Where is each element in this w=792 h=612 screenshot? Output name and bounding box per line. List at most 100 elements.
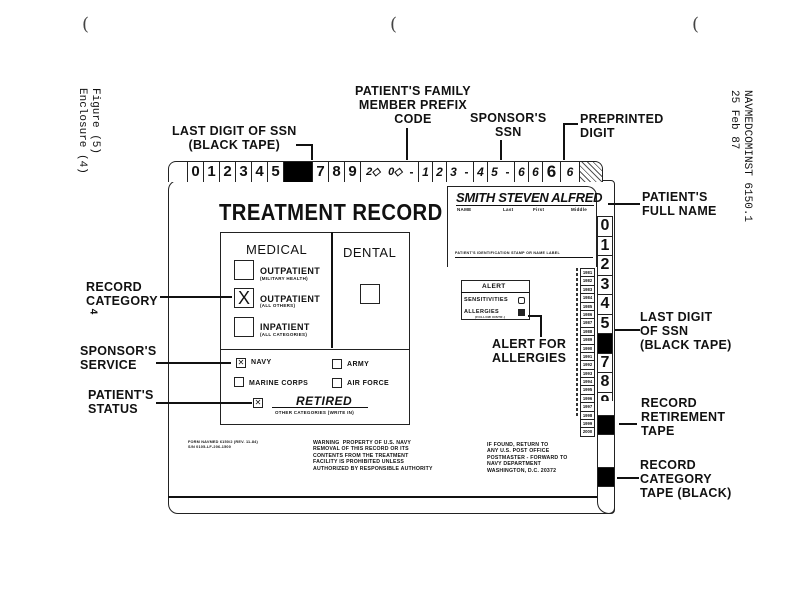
option-sub: (ALL CATEGORIES) <box>260 332 308 337</box>
year-tab: 1998 <box>580 411 595 421</box>
enclosure-label: Enclosure (4) <box>76 88 88 174</box>
service-box <box>220 348 410 425</box>
side-black-tape <box>597 334 613 354</box>
service-label: AIR FORCE <box>347 380 390 387</box>
form-id: FORM NAVMED 6150/2 (REV. 11-84) S/N 0105… <box>188 440 258 449</box>
tab-digit: 4 <box>251 162 267 182</box>
inpatient-checkbox[interactable] <box>234 317 254 337</box>
year-tab: 1988 <box>580 327 595 337</box>
option-label: INPATIENT <box>260 322 310 332</box>
marine-corps-checkbox[interactable] <box>234 377 244 387</box>
callout-patient-status: PATIENT'S STATUS <box>88 388 154 416</box>
side-digit: 7 <box>597 353 613 373</box>
service-label: ARMY <box>347 361 370 368</box>
year-tab: 1982 <box>580 277 595 286</box>
callout-patient-full-name: PATIENT'S FULL NAME <box>642 190 717 218</box>
return-address: IF FOUND, RETURN TO ANY U.S. POST OFFICE… <box>487 442 568 474</box>
warning-text: WARNING PROPERTY OF U.S. NAVY REMOVAL OF… <box>313 440 433 472</box>
side-blank-segment <box>597 435 615 468</box>
name-block <box>447 186 597 267</box>
option-label: OUTPATIENT <box>260 294 321 304</box>
figure-label: Figure (5) <box>89 88 101 155</box>
patient-name: SMITH STEVEN ALFRED <box>456 190 603 205</box>
allergies-checkbox[interactable] <box>518 309 525 316</box>
side-digit: 1 <box>597 236 613 256</box>
callout-category-tape: RECORD CATEGORY TAPE (BLACK) <box>640 458 732 500</box>
year-tab: 1995 <box>580 386 595 395</box>
year-tab: 2000 <box>580 428 595 437</box>
callout-preprinted-digit: PREPRINTED DIGIT <box>580 112 664 140</box>
page-number: 4 <box>87 308 99 315</box>
army-checkbox[interactable] <box>332 359 342 369</box>
side-digit: 0 <box>597 216 613 237</box>
sensitivities-checkbox[interactable] <box>518 297 525 304</box>
ssn-digit: 5 <box>487 162 501 182</box>
extra-digit: 6 <box>560 162 579 182</box>
status-caption: OTHER CATEGORIES (WRITE IN) <box>275 410 355 415</box>
alert-item-label: ALLERGIES <box>464 309 500 315</box>
allergies-sub: (FOLLOW INSTR.) <box>475 315 506 319</box>
year-tab: 1994 <box>580 378 595 387</box>
top-tab-strip: 0 1 2 3 4 5 7 8 9 ◇2 ◇0 - 1 2 3 - 4 5 - … <box>168 161 603 182</box>
tab-digit: 2 <box>219 162 235 182</box>
side-digit: 5 <box>597 314 613 334</box>
side-blank-segment <box>597 401 615 416</box>
year-column-print <box>576 268 578 418</box>
black-tape-tab <box>283 162 312 182</box>
ssn-digit: 2 <box>432 162 446 182</box>
prefix-code-tab: ◇0 <box>388 166 403 178</box>
alert-box <box>461 280 530 320</box>
preprinted-digit: 6 <box>542 162 560 182</box>
callout-last-digit-top: LAST DIGIT OF SSN (BLACK TAPE) <box>172 124 297 152</box>
year-tab: 1999 <box>580 420 595 429</box>
tab-digit: 8 <box>328 162 344 182</box>
year-tab: 1984 <box>580 294 595 303</box>
category-box <box>220 232 410 350</box>
ssn-digit: 6 <box>514 162 528 182</box>
dental-checkbox[interactable] <box>360 284 380 304</box>
medical-heading: MEDICAL <box>246 242 308 257</box>
name-label: NAME <box>457 207 472 212</box>
air-force-checkbox[interactable] <box>332 378 342 388</box>
year-tab: 1985 <box>580 302 595 311</box>
callout-sponsor-ssn: SPONSOR'S SSN <box>470 111 547 139</box>
separator: - <box>505 165 510 179</box>
binder-mark: ( <box>82 14 90 35</box>
ssn-digit: 4 <box>473 162 487 182</box>
form-title: TREATMENT RECORD <box>219 199 443 225</box>
side-digit: 3 <box>597 275 613 295</box>
instruction-date: 25 Feb 87 <box>728 90 740 150</box>
corner-tab-icon <box>579 162 602 182</box>
separator: - <box>464 165 469 179</box>
tab-digit: 3 <box>235 162 251 182</box>
side-digit: 4 <box>597 295 613 315</box>
year-tab: 1989 <box>580 336 595 345</box>
year-tab: 1996 <box>580 394 595 404</box>
ssn-digit: 1 <box>418 162 432 182</box>
ssn-digit: 3 <box>446 162 460 182</box>
callout-family-prefix: PATIENT'S FAMILY MEMBER PREFIX CODE <box>355 84 471 126</box>
name-block-footer: PATIENT'S IDENTIFICATION STAMP OR NAME L… <box>455 251 560 255</box>
dental-heading: DENTAL <box>343 245 397 260</box>
patient-status-value: RETIRED <box>296 394 353 408</box>
outpatient-all-others-checkbox[interactable]: X <box>234 288 254 308</box>
year-tab: 1986 <box>580 310 595 320</box>
year-tab: 1992 <box>580 361 595 370</box>
separator: - <box>409 165 414 179</box>
service-label: NAVY <box>251 359 272 366</box>
tab-digit: 0 <box>187 162 203 182</box>
last-label: Last <box>503 207 514 212</box>
outpatient-military-checkbox[interactable] <box>234 260 254 280</box>
tab-digit: 1 <box>203 162 219 182</box>
status-checkbox[interactable]: ✕ <box>253 398 263 408</box>
year-tab: 1987 <box>580 319 595 328</box>
tab-digit: 7 <box>312 162 328 182</box>
callout-sponsor-service: SPONSOR'S SERVICE <box>80 344 157 372</box>
ssn-digit: 6 <box>528 162 542 182</box>
option-sub: (ALL OTHERS) <box>260 303 296 308</box>
callout-record-category: RECORD CATEGORY <box>86 280 158 308</box>
option-label: OUTPATIENT <box>260 266 321 276</box>
navy-checkbox[interactable]: ✕ <box>236 358 246 368</box>
